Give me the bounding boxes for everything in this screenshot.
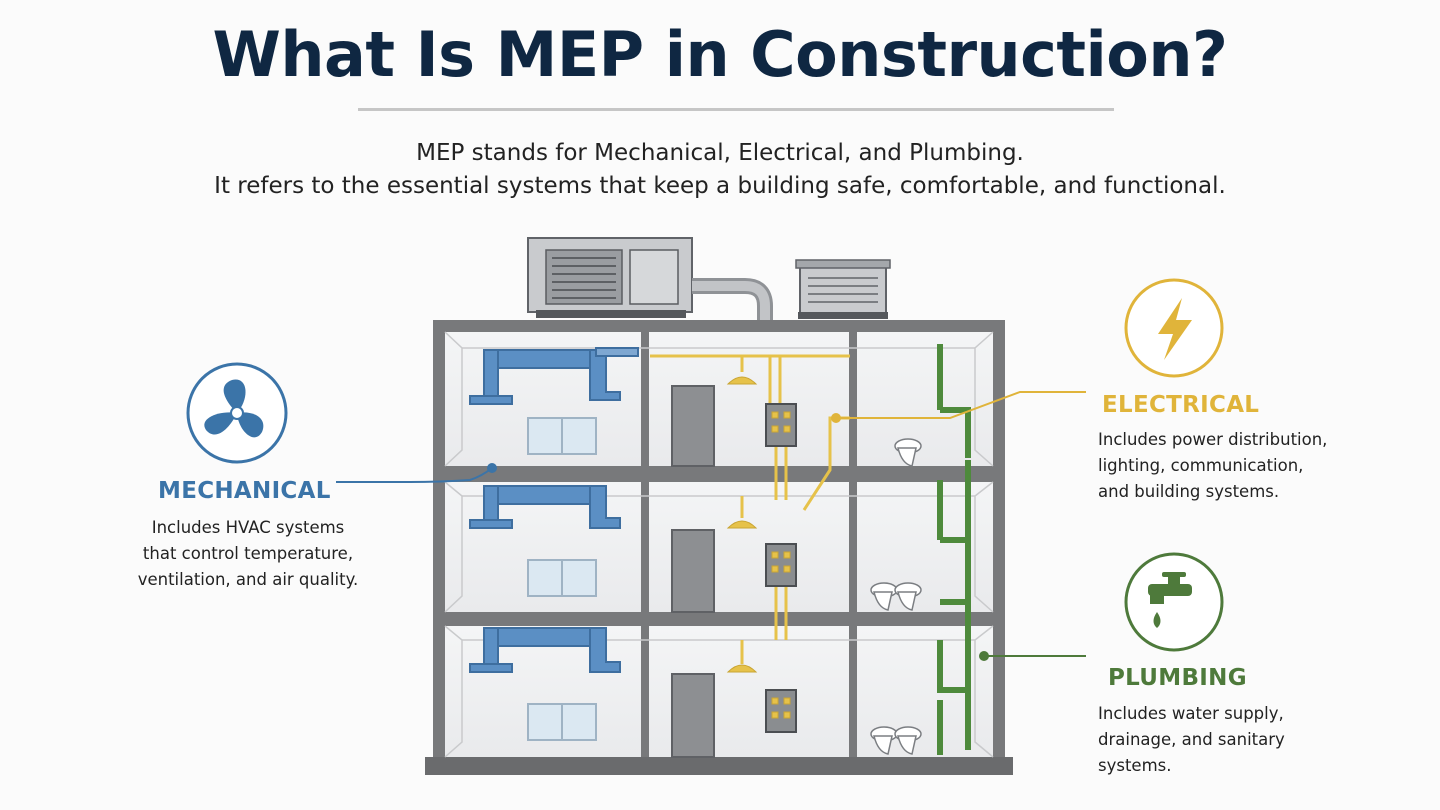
electrical-leader-line	[836, 391, 1086, 419]
hvac-ducts	[469, 347, 639, 673]
electrical-leader-dot	[831, 413, 841, 423]
mechanical-label: MECHANICAL	[158, 478, 331, 504]
electrical-label: ELECTRICAL	[1102, 392, 1260, 418]
electrical-description-line: Includes power distribution,	[1098, 430, 1328, 449]
fan-icon	[186, 362, 288, 464]
plumbing-description-line: drainage, and sanitary	[1098, 730, 1285, 749]
mechanical-description-line: that control temperature,	[142, 544, 354, 563]
plumbing-description-line: systems.	[1098, 756, 1172, 775]
windows	[527, 417, 597, 741]
electrical-description: Includes power distribution, lighting, c…	[1098, 427, 1327, 505]
rooftop-hvac-unit	[527, 237, 773, 320]
plumbing-leader-dot	[979, 651, 989, 661]
page-title: What Is MEP in Construction?	[212, 18, 1228, 91]
mechanical-leader-line	[336, 467, 493, 483]
mechanical-description: Includes HVAC systems that control tempe…	[128, 515, 368, 593]
doors	[671, 385, 715, 758]
rooftop-generator-unit	[795, 259, 891, 319]
building-frame	[425, 320, 1013, 775]
water-faucet-icon	[1124, 552, 1224, 652]
subtitle-line-1: MEP stands for Mechanical, Electrical, a…	[416, 140, 1024, 166]
mechanical-description-line: Includes HVAC systems	[151, 518, 345, 537]
plumbing-description-line: Includes water supply,	[1098, 704, 1284, 723]
electrical-description-line: and building systems.	[1098, 482, 1280, 501]
electrical-description-line: lighting, communication,	[1098, 456, 1304, 475]
plumbing-label: PLUMBING	[1108, 665, 1247, 691]
plumbing-description: Includes water supply, drainage, and san…	[1098, 701, 1285, 779]
ceiling-lights	[726, 376, 758, 673]
panel-indicators	[771, 411, 791, 719]
lightning-bolt-icon	[1124, 278, 1224, 378]
mechanical-description-line: ventilation, and air quality.	[137, 570, 359, 589]
title-divider	[358, 108, 1114, 111]
electrical-panels	[765, 403, 797, 733]
subtitle-line-2: It refers to the essential systems that …	[214, 173, 1226, 199]
plumbing-pipes	[937, 344, 971, 755]
mechanical-leader-dot	[487, 463, 497, 473]
toilets	[870, 438, 922, 755]
